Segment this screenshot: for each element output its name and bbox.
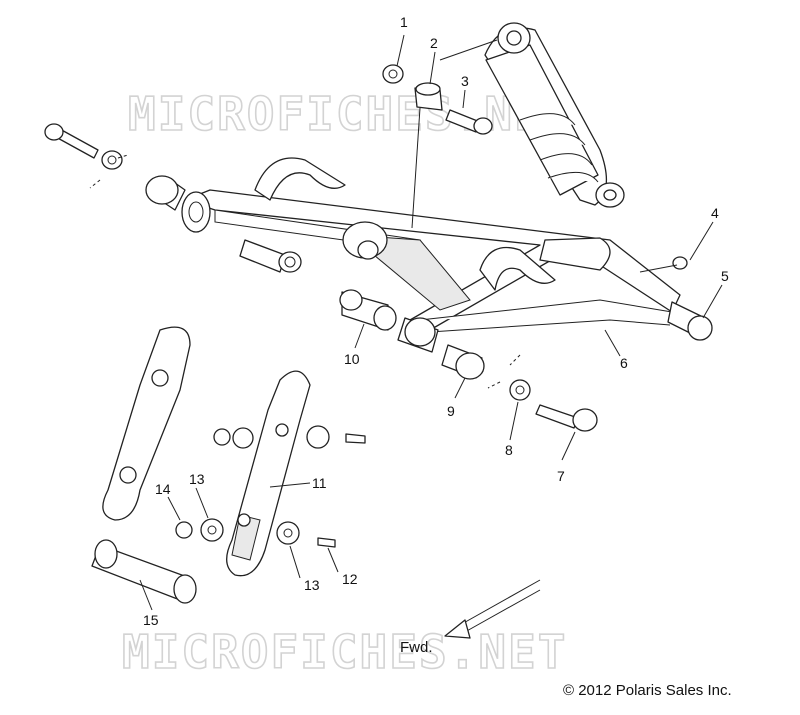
- washer-8: [509, 379, 531, 401]
- front-bushing: [145, 175, 186, 211]
- callouts: 1 2 3 4 5 6 7 8 9 10 11 12 13 13 14 15: [143, 14, 729, 628]
- callout-13-upper: 13: [189, 471, 205, 487]
- front-bolt: [44, 123, 99, 159]
- callout-1: 1: [400, 14, 408, 30]
- forward-arrow: [444, 579, 541, 639]
- callout-2: 2: [430, 35, 438, 51]
- pivot-bushing-upper: [397, 317, 439, 353]
- nut-pair-upper: [213, 427, 254, 449]
- link-arm-11: [226, 370, 311, 577]
- front-washer: [101, 150, 123, 170]
- left-link-arm: [102, 326, 191, 521]
- copyright-text: © 2012 Polaris Sales Inc.: [563, 682, 732, 699]
- front-spacer: [239, 239, 302, 273]
- spacer-9: [441, 344, 485, 380]
- callout-13-lower: 13: [304, 577, 320, 593]
- watermark-top: MICROFICHES.NET: [128, 87, 573, 141]
- fitting-4: [672, 256, 688, 270]
- bolt-7: [535, 404, 598, 432]
- callout-10: 10: [344, 351, 360, 367]
- callout-3: 3: [461, 73, 469, 89]
- callout-5: 5: [721, 268, 729, 284]
- callout-12: 12: [342, 571, 358, 587]
- washer-upper-right: [306, 425, 366, 449]
- washer-13-left: [200, 518, 224, 542]
- callout-6: 6: [620, 355, 628, 371]
- callout-11: 11: [312, 475, 327, 491]
- callout-7: 7: [557, 468, 565, 484]
- washer-13-right: [276, 521, 300, 545]
- shock-absorber: [484, 22, 625, 208]
- callout-14: 14: [155, 481, 171, 497]
- screw-12: [317, 537, 336, 548]
- watermark-bottom: MICROFICHES.NET: [122, 625, 567, 679]
- callout-8: 8: [505, 442, 513, 458]
- nut-14: [175, 521, 193, 539]
- leader-lines: [89, 34, 723, 611]
- pivot-bushing-10: [339, 289, 397, 331]
- sleeve-15: [91, 539, 197, 604]
- bolt-3: [445, 109, 493, 135]
- callout-4: 4: [711, 205, 719, 221]
- callout-15: 15: [143, 612, 159, 628]
- spacer-2: [414, 82, 443, 111]
- swing-arm: [181, 157, 681, 333]
- direction-label: Fwd.: [400, 639, 433, 656]
- callout-9: 9: [447, 403, 455, 419]
- nut-1: [382, 64, 404, 84]
- bushing-5: [667, 301, 713, 341]
